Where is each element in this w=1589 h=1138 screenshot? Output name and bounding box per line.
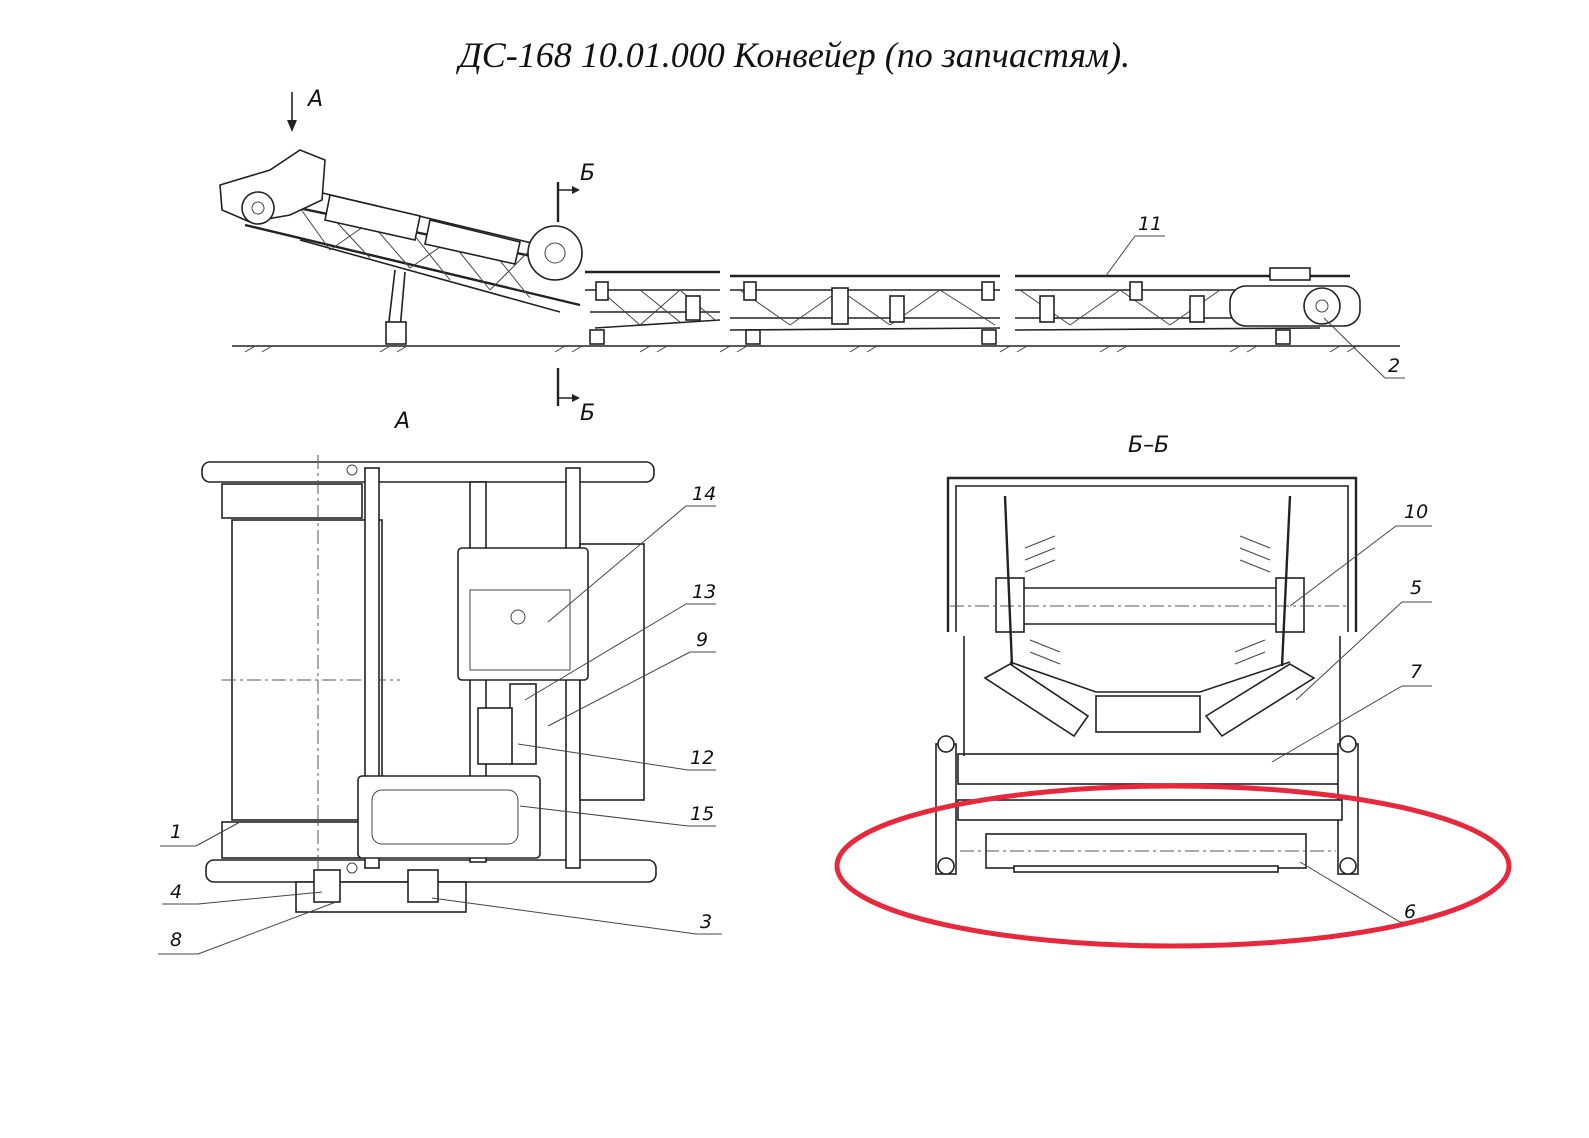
cover [946,476,1358,632]
callout-5: 5 [1295,577,1432,701]
callout-3: 3 [431,897,722,935]
callout-11: 11 [1104,213,1165,278]
callout-10: 10 [1289,501,1432,607]
view-a: А [158,409,722,955]
svg-text:14: 14 [692,483,716,505]
svg-text:4: 4 [170,881,182,903]
trough-roller-left [983,663,1090,738]
callout-7: 7 [1271,661,1432,763]
frame-7 [957,753,1349,785]
head-drum [1303,287,1341,325]
tail-drum [241,191,275,225]
svg-text:8: 8 [170,929,182,951]
svg-text:12: 12 [690,747,714,769]
view-a-arrow-label: А [306,87,323,112]
callout-8: 8 [158,901,337,955]
motor-15 [357,775,541,859]
svg-text:3: 3 [700,911,712,933]
callout-9: 9 [547,629,716,727]
svg-text:2: 2 [1388,355,1400,377]
callout-6: 6 [1299,861,1424,923]
inclined-section: А [219,87,583,345]
drive-drum [527,225,583,281]
callout-4: 4 [162,881,323,905]
horizontal-sections [585,267,1361,345]
callout-13: 13 [524,581,716,701]
svg-text:13: 13 [692,581,716,603]
trough-roller-center [1095,695,1201,733]
support-foot [385,321,407,345]
svg-text:11: 11 [1138,213,1162,235]
section-mark-bottom: Б [580,401,595,426]
svg-text:10: 10 [1404,501,1428,523]
section-cut-line: Б Б [556,161,595,426]
section-b-b: Б–Б [834,433,1512,949]
view-a-title: А [393,409,410,434]
ground-hatching [244,345,1358,353]
conveyor-side-view: А Б Б [219,87,1405,426]
trough-roller-right-5 [1204,663,1316,738]
callout-2: 2 [1323,317,1405,379]
callout-14: 14 [547,483,716,623]
drawing-title: ДС-168 10.01.000 Конвейер (по запчастям)… [458,35,1131,75]
section-mark-top: Б [580,161,595,186]
svg-text:6: 6 [1404,901,1416,923]
svg-text:15: 15 [690,803,714,825]
section-title: Б–Б [1128,433,1169,458]
drum-body [231,519,383,821]
svg-text:7: 7 [1410,661,1422,683]
svg-text:5: 5 [1410,577,1422,599]
callout-15: 15 [519,803,716,827]
gearbox-14 [457,547,589,681]
callout-1: 1 [160,821,241,847]
svg-text:1: 1 [170,821,182,843]
highlight-ellipse [834,783,1512,949]
head-hood [1269,267,1311,281]
svg-text:9: 9 [696,629,708,651]
callout-12: 12 [517,743,716,771]
